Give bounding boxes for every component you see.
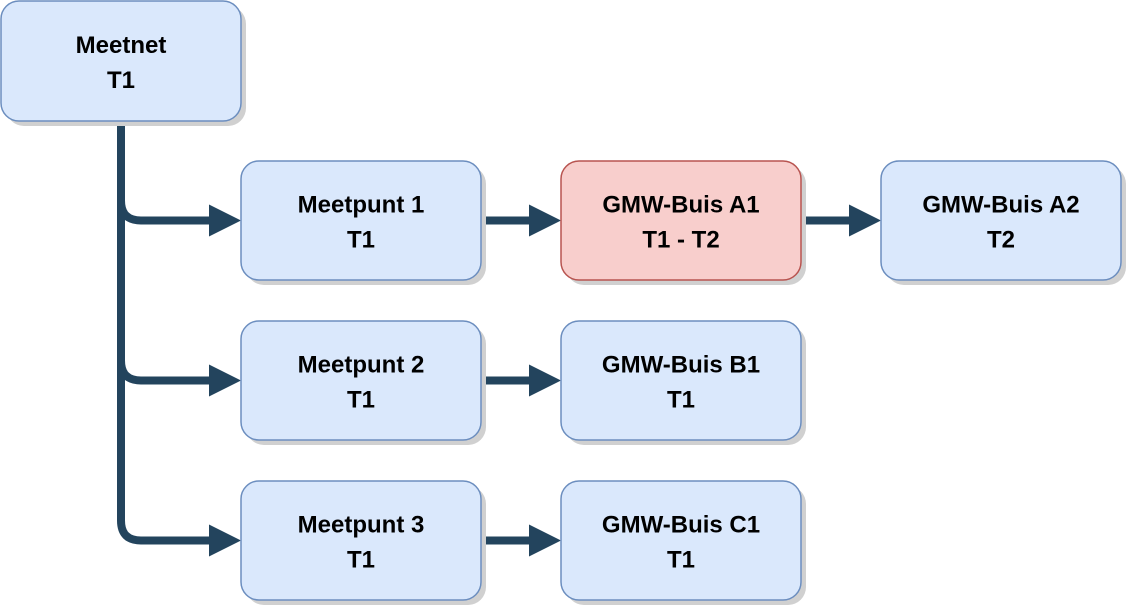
node-box: [560, 320, 802, 441]
node-gmw-buis-a2: GMW-Buis A2 T2: [880, 160, 1126, 285]
node-name: Meetpunt 1: [298, 192, 425, 219]
node-period: T1: [347, 387, 375, 414]
edge-meetnet-to-meetpunt-2-arrowhead: [209, 364, 241, 397]
node-name: GMW-Buis A1: [602, 192, 759, 219]
node-period: T2: [987, 227, 1015, 254]
node-box: [240, 320, 482, 441]
node-box: [0, 0, 242, 122]
edge-meetpunt-2-to-gmw-buis-b1-arrowhead: [529, 364, 561, 397]
node-box: [560, 160, 802, 281]
node-period: T1: [107, 67, 135, 94]
node-name: GMW-Buis C1: [602, 512, 760, 539]
node-gmw-buis-c1: GMW-Buis C1 T1: [560, 480, 806, 605]
edge-meetnet-to-meetpunt-3: [117, 121, 211, 545]
node-name: GMW-Buis B1: [602, 352, 760, 379]
node-name: Meetpunt 2: [298, 352, 425, 379]
node-name: GMW-Buis A2: [922, 192, 1079, 219]
node-period: T1: [667, 547, 695, 574]
connectors: [117, 121, 881, 557]
node-meetpunt-1: Meetpunt 1 T1: [240, 160, 486, 285]
node-box: [880, 160, 1122, 281]
node-name: Meetnet: [76, 32, 167, 59]
edge-meetpunt-1-to-gmw-buis-a1-arrowhead: [529, 204, 561, 237]
node-name: Meetpunt 3: [298, 512, 425, 539]
edge-meetpunt-3-to-gmw-buis-c1-arrowhead: [529, 524, 561, 557]
node-meetpunt-3: Meetpunt 3 T1: [240, 480, 486, 605]
edge-meetnet-to-meetpunt-1: [117, 121, 211, 225]
node-period: T1: [347, 547, 375, 574]
edge-gmw-buis-a1-to-gmw-buis-a2-arrowhead: [849, 204, 881, 237]
node-period: T1: [667, 387, 695, 414]
node-box: [240, 480, 482, 601]
node-period: T1 - T2: [642, 227, 719, 254]
node-box: [240, 160, 482, 281]
edge-meetnet-to-meetpunt-2: [117, 121, 211, 385]
node-gmw-buis-a1: GMW-Buis A1 T1 - T2: [560, 160, 806, 285]
edge-meetnet-to-meetpunt-1-arrowhead: [209, 204, 241, 237]
edge-meetnet-to-meetpunt-3-arrowhead: [209, 524, 241, 557]
node-period: T1: [347, 227, 375, 254]
node-box: [560, 480, 802, 601]
node-gmw-buis-b1: GMW-Buis B1 T1: [560, 320, 806, 445]
node-meetpunt-2: Meetpunt 2 T1: [240, 320, 486, 445]
